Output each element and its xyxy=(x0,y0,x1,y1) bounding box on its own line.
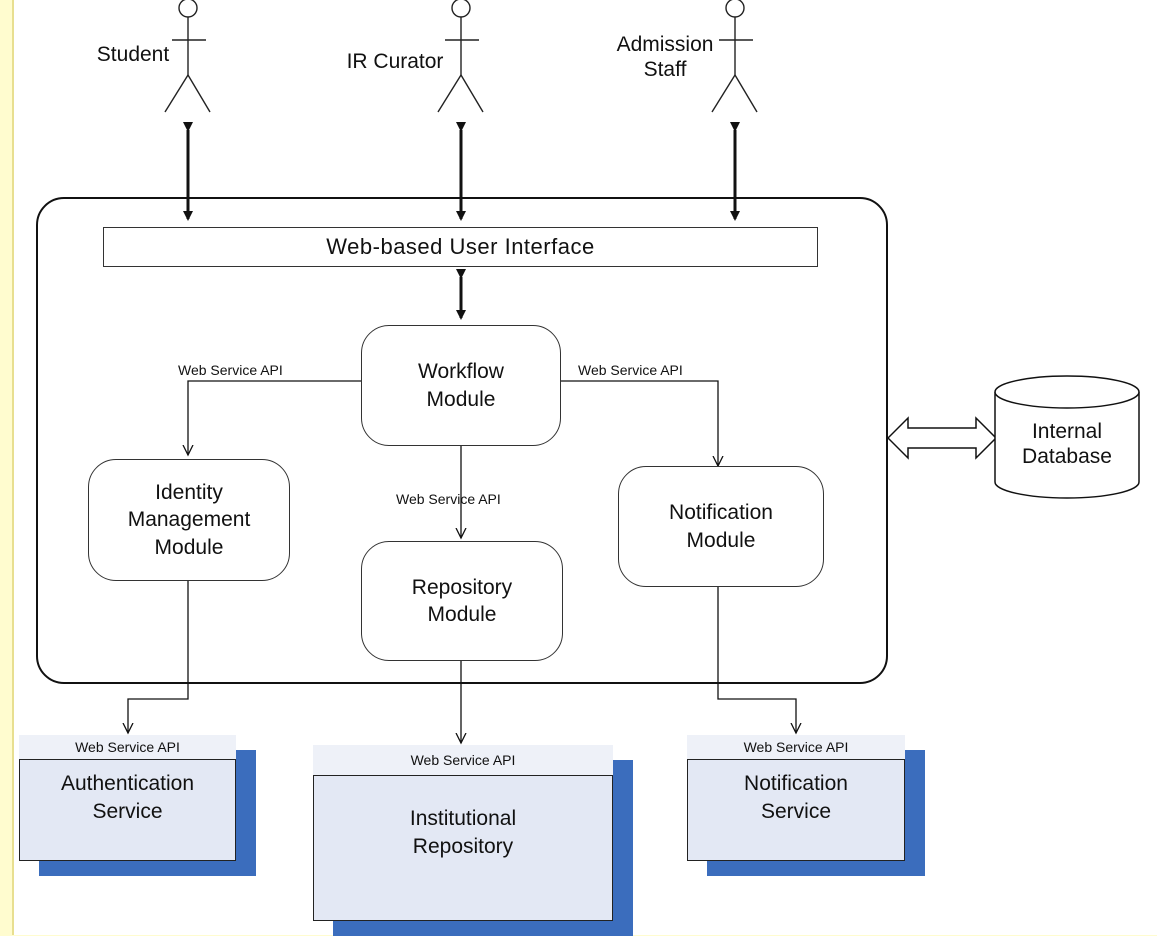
workflow-notification-connector xyxy=(561,380,718,466)
institutional-repository-service: Web Service API Institutional Repository xyxy=(313,745,633,936)
service-name: Authentication Service xyxy=(60,772,195,824)
workflow-module: Workflow Module xyxy=(361,325,561,446)
identity-management-module: Identity Management Module xyxy=(88,459,290,581)
web-ui-bar: Web-based User Interface xyxy=(103,227,818,267)
identity-auth-connector xyxy=(128,581,189,733)
service-api-bar: Web Service API xyxy=(687,735,905,760)
workflow-identity-connector xyxy=(188,380,361,455)
internal-database-cylinder xyxy=(994,375,1140,499)
api-label-center: Web Service API xyxy=(396,491,501,507)
api-label-right: Web Service API xyxy=(578,362,683,378)
actor-label-student: Student xyxy=(96,43,170,66)
service-api-bar: Web Service API xyxy=(19,735,236,760)
authentication-service: Web Service API Authentication Service xyxy=(19,735,256,876)
actor-arrows xyxy=(183,122,740,221)
ir-curator-actor-figure xyxy=(437,0,484,113)
notification-service-connector xyxy=(717,587,796,733)
database-double-arrow xyxy=(886,416,998,460)
api-label-left: Web Service API xyxy=(178,362,283,378)
student-actor-figure xyxy=(164,0,211,113)
admission-staff-actor-figure xyxy=(711,0,758,113)
notification-module: Notification Module xyxy=(618,466,824,587)
actor-label-ir-curator: IR Curator xyxy=(346,50,444,73)
service-name: Institutional Repository xyxy=(409,807,517,859)
service-api-bar: Web Service API xyxy=(313,745,613,776)
repository-module: Repository Module xyxy=(361,541,563,661)
internal-database-label: Internal Database xyxy=(1022,420,1112,469)
system-boundary xyxy=(36,197,888,684)
service-name: Notification Service xyxy=(744,772,848,824)
notification-service: Web Service API Notification Service xyxy=(687,735,925,876)
actor-label-admission-staff: Admission Staff xyxy=(616,33,714,82)
